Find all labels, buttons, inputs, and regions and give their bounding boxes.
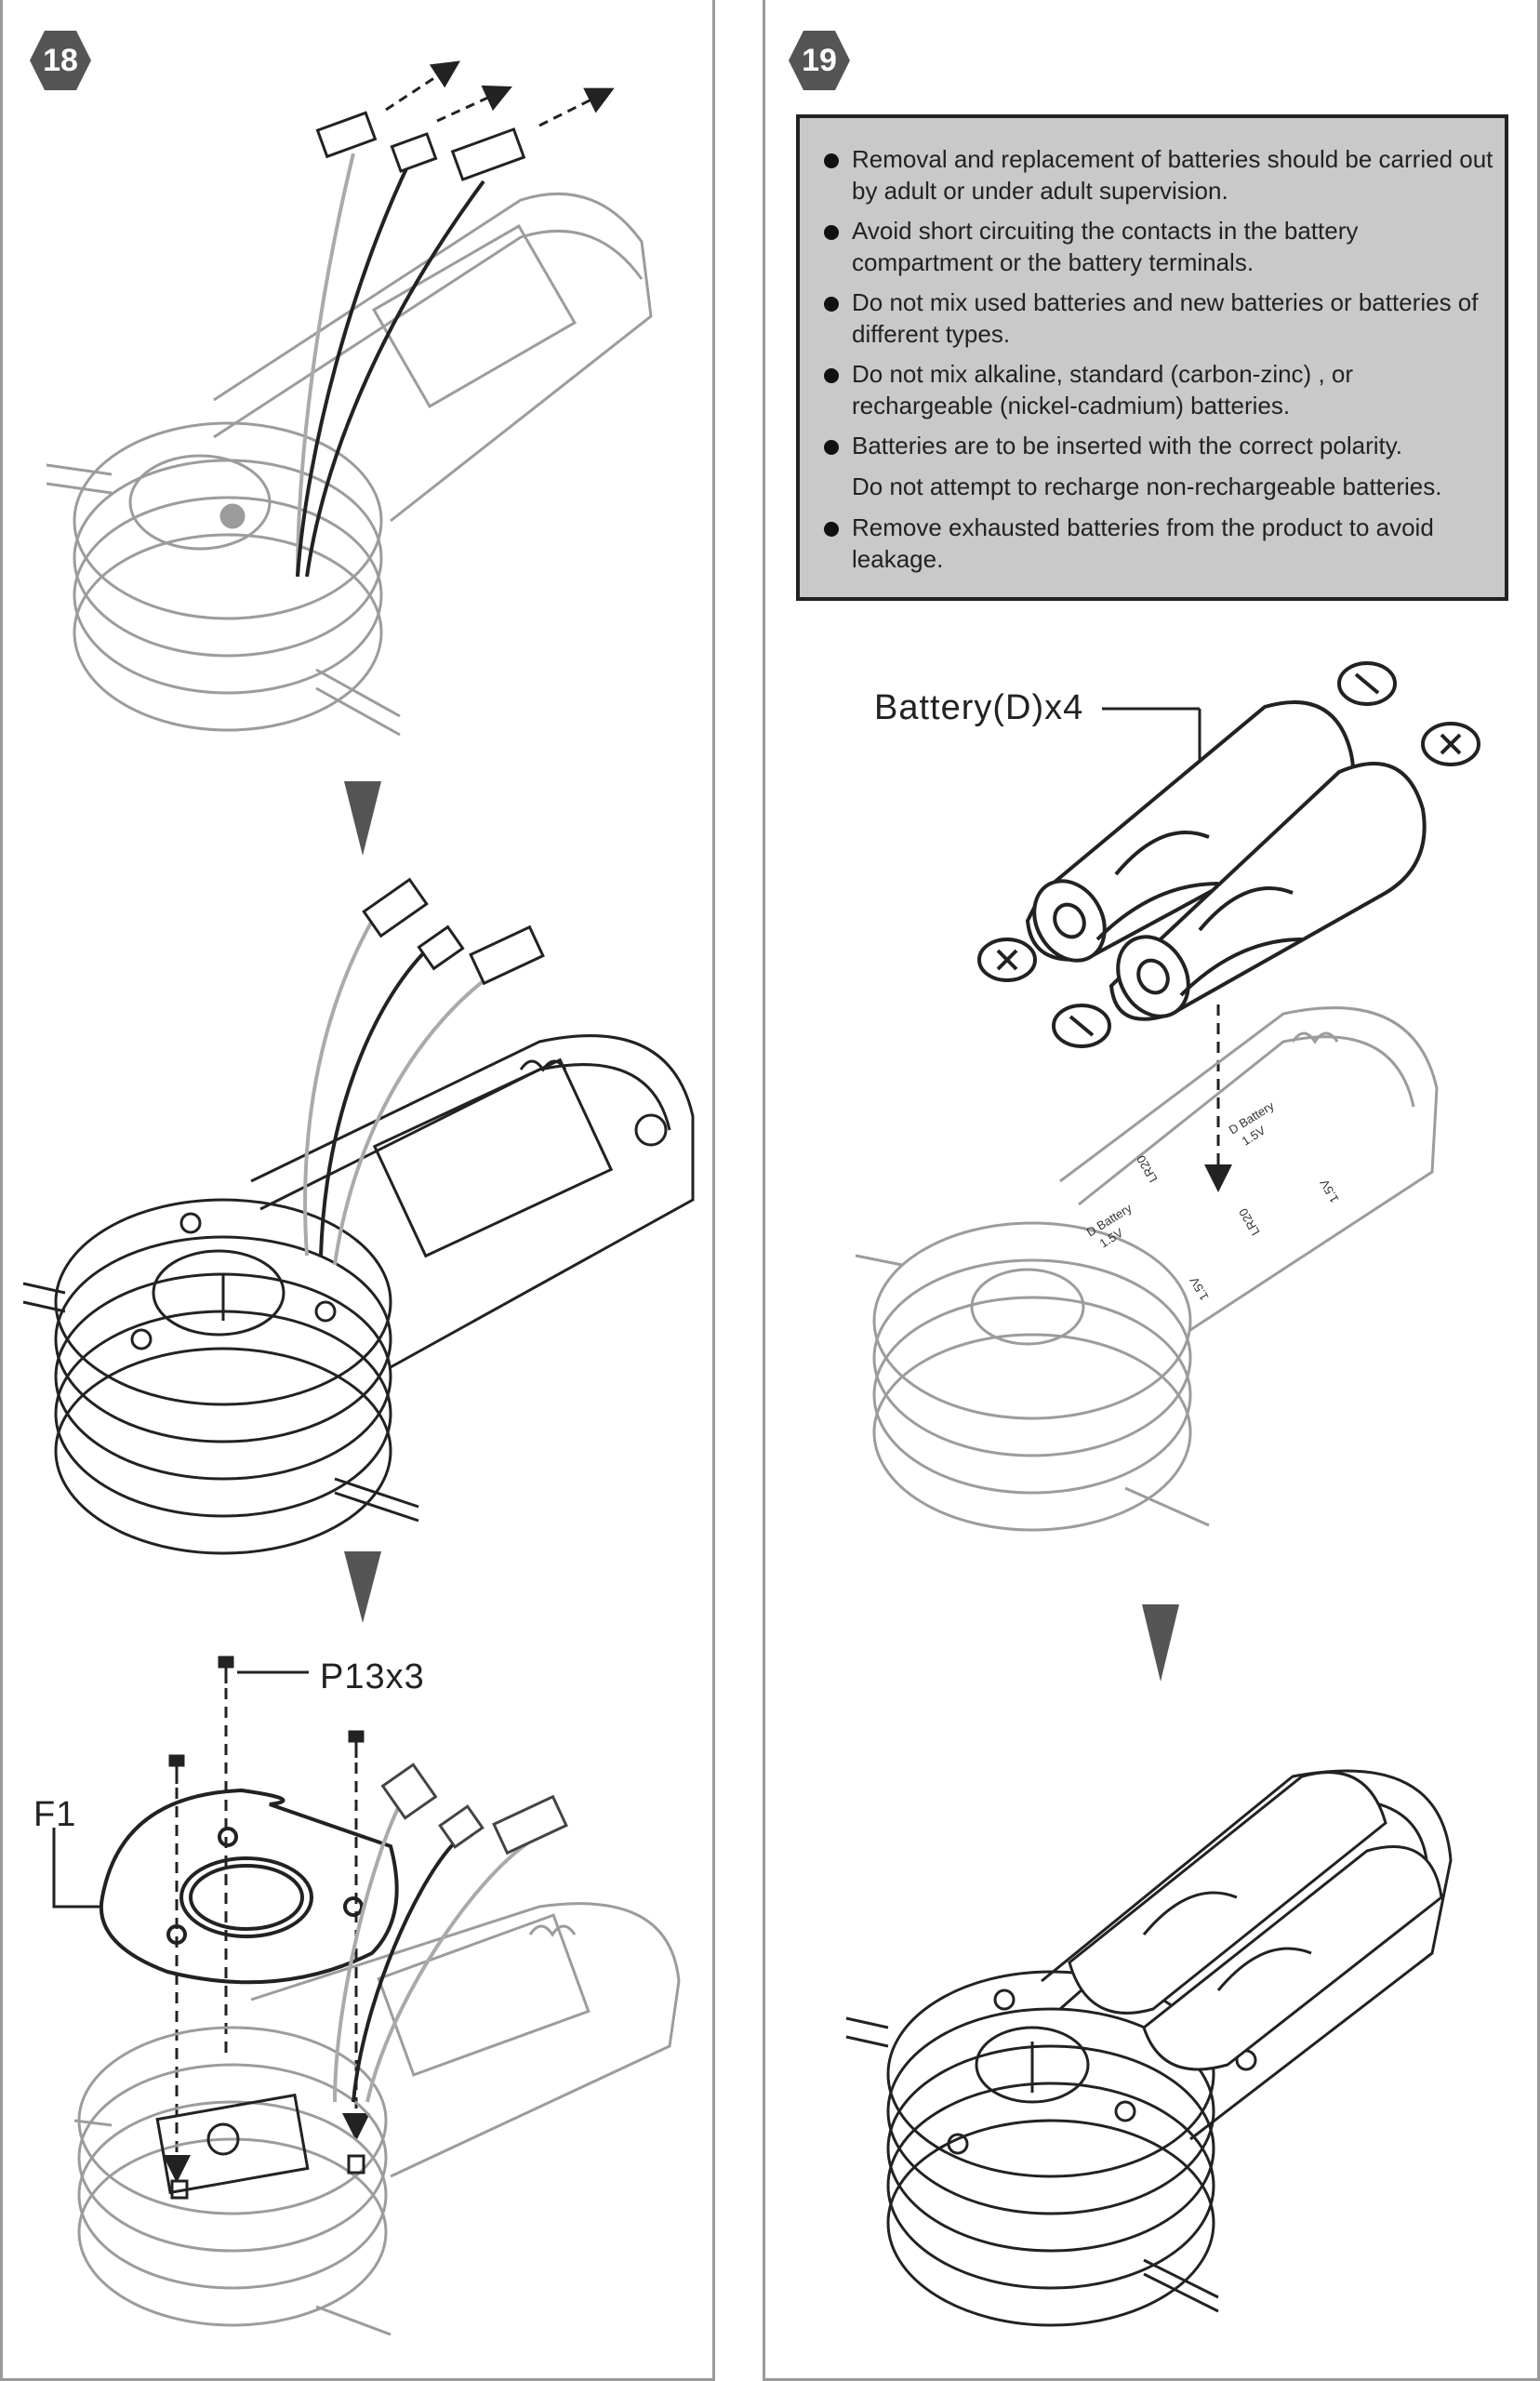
bullet-icon <box>824 440 839 455</box>
warning-item: Avoid short circuiting the contacts in t… <box>852 217 1359 276</box>
wire-bundle-middle <box>303 920 504 1266</box>
wire-connector-icon <box>380 1762 568 1856</box>
battery-label: Battery(D)x4 <box>874 688 1084 727</box>
wire-connector-icon <box>362 877 545 986</box>
wire-bundle-top <box>296 153 485 578</box>
warning-item: Removal and replacement of batteries sho… <box>852 145 1494 205</box>
housing-bottom-illustration <box>73 1902 681 2336</box>
part-leader-line <box>52 1828 107 1909</box>
step-badge-19: 19 <box>787 28 852 93</box>
warning-item: Remove exhausted batteries from the prod… <box>852 513 1434 573</box>
installed-batteries <box>1068 1771 1443 2071</box>
step-number-19: 19 <box>802 43 837 78</box>
housing-middle-illustration <box>22 1034 695 1555</box>
step-badge-18: 18 <box>28 28 93 93</box>
down-arrow-icon <box>344 781 381 856</box>
down-arrow-icon <box>344 1551 381 1623</box>
polarity-minus-icon <box>1052 1004 1111 1048</box>
bullet-icon <box>824 522 839 537</box>
polarity-plus-icon <box>977 938 1037 982</box>
compartment-markings: D Battery 1.5V D Battery 1.5V LR20 LR20 … <box>1084 1098 1342 1303</box>
screw-label: P13x3 <box>320 1657 425 1696</box>
marking-size: LR20 <box>1236 1206 1263 1238</box>
wire-connector-icon <box>315 111 526 181</box>
assembled-battery-pack-illustration <box>845 1769 1453 2327</box>
warning-item: Do not attempt to recharge non-rechargea… <box>852 472 1442 500</box>
polarity-plus-icon <box>1421 722 1480 766</box>
bullet-icon <box>824 225 839 240</box>
battery-warning-box: Removal and replacement of batteries sho… <box>796 114 1508 601</box>
pull-out-arrows <box>385 60 615 127</box>
warning-item: Batteries are to be inserted with the co… <box>852 432 1403 459</box>
bullet-icon <box>824 368 839 383</box>
marking-size: LR20 <box>1134 1153 1161 1185</box>
down-arrow-icon <box>1142 1604 1179 1682</box>
marking-voltage: 1.5V <box>1317 1177 1342 1205</box>
screw-icon <box>168 1656 365 1784</box>
marking-voltage: 1.5V <box>1187 1274 1212 1303</box>
step-number-18: 18 <box>43 43 78 78</box>
warning-item: Do not mix alkaline, standard (carbon-zi… <box>852 360 1354 419</box>
wire-bundle-bottom <box>333 1803 532 2103</box>
warning-item: Do not mix used batteries and new batter… <box>852 288 1479 348</box>
housing-bottom-detail <box>155 2093 365 2200</box>
housing-top-illustration <box>46 193 653 737</box>
battery-compartment-illustration <box>855 1006 1439 1532</box>
cover-f1-illustration <box>99 1788 399 1985</box>
bullet-icon <box>824 153 839 168</box>
battery-d-illustration <box>1025 700 1427 1021</box>
bullet-icon <box>824 297 839 312</box>
polarity-minus-icon <box>1337 661 1397 706</box>
